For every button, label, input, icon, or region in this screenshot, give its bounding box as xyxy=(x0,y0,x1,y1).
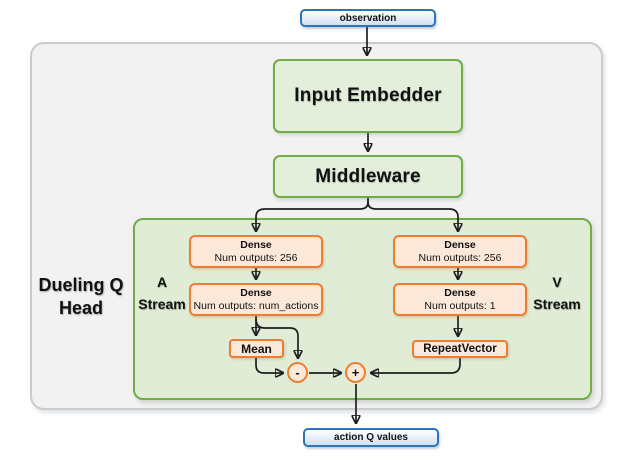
v-stream-dense-2-subtitle: Num outputs: 1 xyxy=(424,299,496,312)
observation-node: observation xyxy=(300,9,436,27)
v-stream-dense-1-subtitle: Num outputs: 256 xyxy=(418,251,502,264)
repeat-vector-node: RepeatVector xyxy=(412,340,508,358)
input-embedder-node: Input Embedder xyxy=(273,59,463,133)
middleware-node: Middleware xyxy=(273,155,463,198)
v-stream-dense-1-title: Dense xyxy=(444,238,476,251)
v-stream-label-line2: Stream xyxy=(533,296,581,312)
add-operator-label: + xyxy=(351,365,360,380)
add-operator-node: + xyxy=(345,362,366,383)
a-stream-dense-1-node: Dense Num outputs: 256 xyxy=(189,235,323,268)
subtract-operator-node: - xyxy=(287,362,308,383)
a-stream-label-line1: A xyxy=(156,274,168,290)
input-embedder-label: Input Embedder xyxy=(294,85,442,106)
observation-label: observation xyxy=(339,12,397,24)
dueling-q-head-label: Dueling Q Head xyxy=(28,274,134,320)
v-stream-dense-1-node: Dense Num outputs: 256 xyxy=(393,235,527,268)
dueling-q-head-label-line2: Head xyxy=(58,298,103,318)
a-stream-dense-2-title: Dense xyxy=(240,286,272,299)
mean-label: Mean xyxy=(241,341,272,356)
action-q-values-label: action Q values xyxy=(334,432,408,443)
subtract-operator-label: - xyxy=(295,365,300,380)
a-stream-dense-2-subtitle: Num outputs: num_actions xyxy=(193,299,319,312)
v-stream-dense-2-title: Dense xyxy=(444,286,476,299)
middleware-label: Middleware xyxy=(315,165,421,187)
a-stream-dense-1-title: Dense xyxy=(240,238,272,251)
action-q-values-node: action Q values xyxy=(303,428,439,447)
v-stream-dense-2-node: Dense Num outputs: 1 xyxy=(393,283,527,316)
v-stream-label-line1: V xyxy=(552,274,562,290)
a-stream-label: A Stream xyxy=(135,271,189,315)
repeat-vector-label: RepeatVector xyxy=(423,343,497,355)
v-stream-label: V Stream xyxy=(529,271,585,315)
a-stream-dense-2-node: Dense Num outputs: num_actions xyxy=(189,283,323,316)
a-stream-label-line2: Stream xyxy=(138,296,186,312)
mean-node: Mean xyxy=(229,339,284,358)
a-stream-dense-1-subtitle: Num outputs: 256 xyxy=(214,251,298,264)
dueling-q-head-label-line1: Dueling Q xyxy=(38,275,124,295)
